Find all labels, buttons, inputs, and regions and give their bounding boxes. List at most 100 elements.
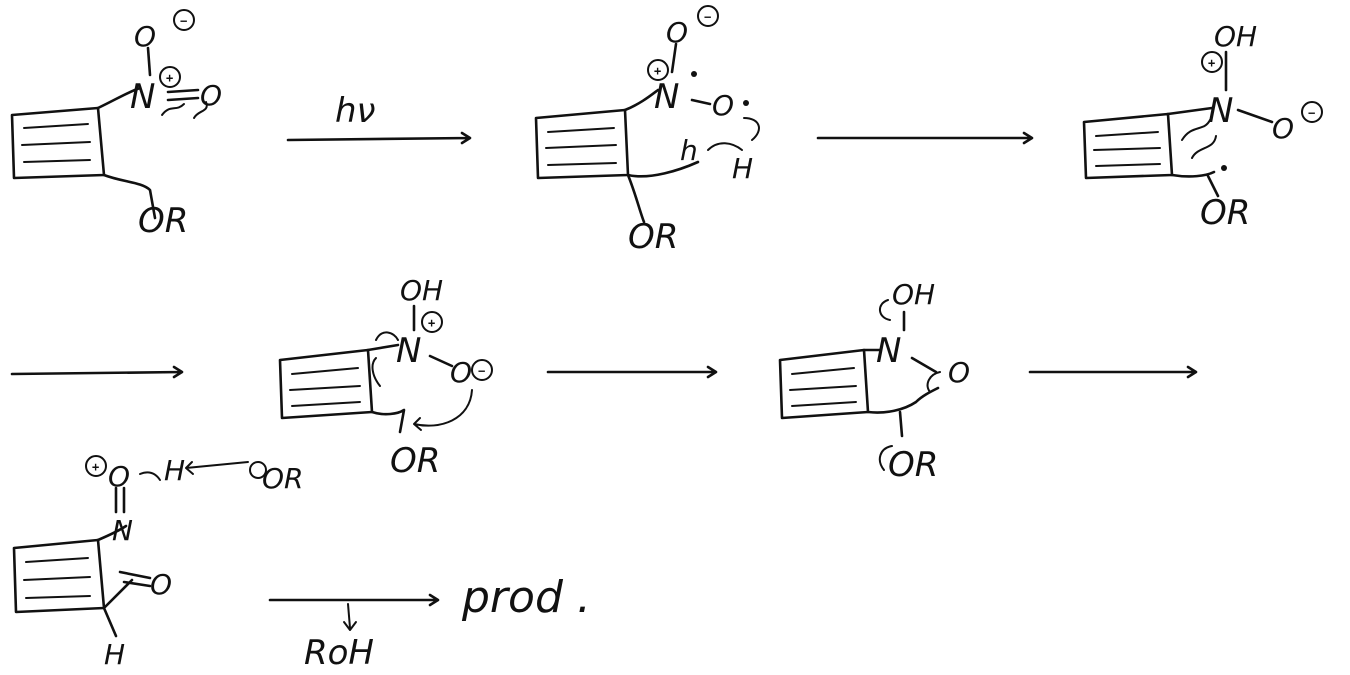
benzene-ring-2-bonds (545, 127, 617, 166)
nitrogen-label-4: N (396, 331, 421, 371)
o-minus-sign-3: − (1308, 106, 1315, 120)
benzene-ring-4 (278, 348, 374, 420)
oxygen-right-label: O (200, 79, 222, 112)
benzene-ring-5-bonds (789, 367, 857, 407)
or-label-5: OR (888, 445, 938, 485)
roh-release-arrow (343, 603, 357, 631)
arrow-5 (1028, 365, 1198, 379)
molecule-2-biradical: N + O − O h H OR (534, 5, 760, 257)
n-plus-charge (159, 66, 181, 88)
curved-arrow-5b (926, 371, 941, 393)
oh-label-3: OH (1214, 20, 1257, 53)
arrow-1 (286, 131, 472, 145)
n-o-bond-3 (1236, 108, 1274, 124)
n-o-bond-2 (670, 42, 678, 74)
benzene-ring-2 (534, 108, 630, 180)
curved-arrow-4a (375, 331, 399, 341)
radical-dot-n (691, 71, 697, 77)
nitrogen-label-5: N (876, 331, 901, 371)
o-minus-charge-2 (697, 5, 719, 27)
or-label-4: OR (390, 441, 440, 481)
arrow-6-with-roh: RoH (268, 593, 440, 673)
oxygen-label-5: O (948, 356, 970, 389)
c-o-bond-3 (1206, 174, 1220, 198)
benzene-ring-3-bonds (1093, 131, 1161, 167)
curved-arrows-1 (161, 101, 208, 119)
o-minus-sign-4: − (478, 364, 485, 378)
c-o-bond-4 (370, 408, 406, 434)
or-label-3: OR (1200, 193, 1250, 233)
oxygen-radical-label: O (712, 89, 734, 122)
o-minus-sign-2: − (704, 10, 711, 24)
ring-to-nitrogen-bond (96, 86, 142, 110)
n-o-bond-4 (428, 354, 454, 368)
molecule-6-nitrosobenzaldehyde: N + O H OR O H (12, 454, 304, 671)
benzene-ring-3 (1082, 112, 1174, 180)
o-minus-charge-3 (1301, 101, 1323, 123)
n-o-radical-bond (690, 98, 712, 106)
oxygen-label-3: O (1272, 112, 1294, 145)
c-o-double-bond-6 (118, 570, 152, 588)
arrow-2 (816, 131, 1034, 145)
nitrogen-label-6: N (112, 514, 133, 547)
curved-arrow-5a (879, 299, 891, 321)
o-plus-sign-6: + (92, 460, 99, 474)
oh-label-5: OH (892, 278, 935, 311)
n-plus-sign-3: + (1208, 56, 1215, 70)
c-h-bond-6 (102, 606, 118, 638)
curved-arrow-4c (371, 357, 381, 387)
ring-n-bond-4 (366, 343, 400, 352)
h-label-2: h (680, 134, 698, 167)
or-minus-charge (249, 461, 267, 479)
c-or-bond-5 (898, 410, 904, 438)
curved-arrow-4b (413, 389, 473, 431)
arrow-6 (268, 593, 440, 607)
c-o-bond-2 (626, 173, 646, 224)
hv-label: hν (335, 91, 376, 131)
aldehyde-h-label: H (104, 638, 125, 671)
n-plus-charge-3 (1201, 51, 1223, 73)
nitrogen-label-2: N (654, 77, 679, 117)
molecule-1-nitrobenzyl-ether: N + O − O OR (10, 9, 222, 241)
ch2-bond (102, 173, 157, 220)
radical-dot-c (1221, 165, 1227, 171)
curved-arrow-6b (185, 461, 249, 475)
n-o-single-bond (146, 46, 152, 77)
o-minus-charge-4 (471, 359, 493, 381)
nitrogen-label-3: N (1208, 91, 1233, 131)
n-o-bond-5 (910, 356, 938, 374)
curved-arrow-5c (878, 445, 893, 471)
n-plus-sign-4: + (428, 316, 435, 330)
oxygen-label-6: O (108, 460, 130, 493)
hydrogen-label-6: H (164, 454, 185, 487)
benzene-ring-1-bonds (21, 123, 91, 163)
c-aldehyde-bond (102, 578, 134, 610)
n-o-double-bond-6 (114, 486, 126, 514)
molecule-5-benzisoxazoline: N OH O OR (778, 278, 970, 485)
ring-n-bond-3 (1166, 106, 1214, 116)
ch-bond-3 (1170, 170, 1216, 178)
benzene-ring-5 (778, 348, 870, 420)
o-minus-sign: − (180, 14, 187, 28)
benzene-ring-6-bonds (23, 557, 91, 599)
arrow-3 (10, 365, 184, 379)
or-anion-label: OR (262, 462, 304, 495)
n-plus-charge-2 (647, 59, 669, 81)
or-label-1: OR (138, 201, 188, 241)
molecule-3-aci-nitro: N + OH O − OR (1082, 20, 1323, 233)
or-label-2: OR (628, 217, 678, 257)
molecule-4-zwitterion: N + OH O − OR (278, 274, 493, 481)
benzene-ring-4-bonds (289, 367, 361, 407)
n-plus-sign: + (166, 71, 173, 85)
n-plus-charge-4 (421, 311, 443, 333)
oxygen-top-label: O (134, 20, 156, 53)
c-o-ring-bond-5 (866, 386, 940, 414)
roh-label: RoH (304, 633, 374, 673)
oxygen-label-4: O (450, 356, 472, 389)
radical-dot-o (743, 100, 749, 106)
arrow-1-photolysis: hν (286, 91, 472, 145)
nitrogen-label: N (130, 77, 155, 117)
curved-arrow-2a (743, 117, 760, 141)
ring-n-bond-2 (623, 88, 660, 112)
